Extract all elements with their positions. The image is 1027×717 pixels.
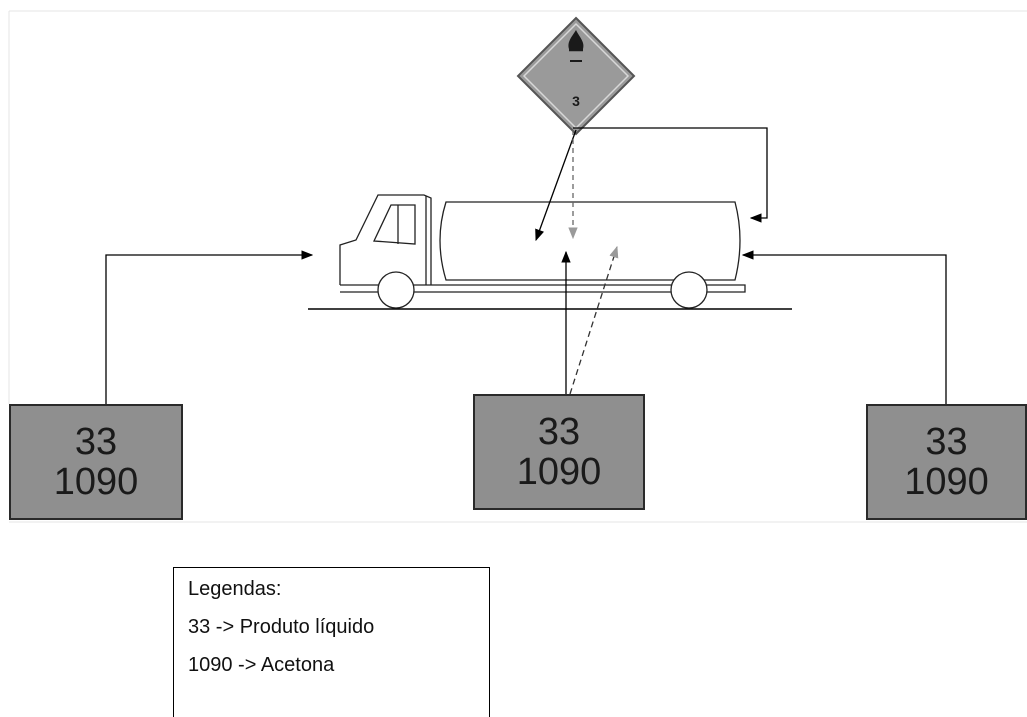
un-number: 1090 bbox=[517, 452, 602, 492]
hazard-class-number: 3 bbox=[572, 93, 580, 109]
hazard-number: 33 bbox=[75, 422, 117, 462]
hazard-diamond-label: 3 bbox=[518, 18, 634, 134]
arrow-center-plate-dashed bbox=[570, 247, 617, 394]
un-number: 1090 bbox=[904, 462, 989, 502]
tank-truck bbox=[340, 195, 745, 308]
truck-cab bbox=[340, 195, 431, 285]
truck-rear-wheel bbox=[671, 272, 707, 308]
truck-front-wheel bbox=[378, 272, 414, 308]
legend-box: Legendas: 33 -> Produto líquido 1090 -> … bbox=[173, 567, 490, 717]
legend-item: 33 -> Produto líquido bbox=[188, 614, 489, 652]
orange-panel-right: 33 1090 bbox=[866, 404, 1027, 520]
legend-item: 1090 -> Acetona bbox=[188, 652, 489, 690]
un-number: 1090 bbox=[54, 462, 139, 502]
orange-panel-left: 33 1090 bbox=[9, 404, 183, 520]
legend-title: Legendas: bbox=[188, 576, 489, 614]
hazard-number: 33 bbox=[538, 412, 580, 452]
truck-window bbox=[374, 205, 415, 244]
arrow-label-to-tank-left bbox=[536, 130, 576, 240]
truck-tank bbox=[440, 202, 740, 280]
arrow-left-plate-to-truck bbox=[106, 255, 312, 404]
arrow-label-to-tank-rear bbox=[573, 128, 767, 218]
arrow-right-plate-to-truck bbox=[743, 255, 946, 404]
orange-panel-center: 33 1090 bbox=[473, 394, 645, 510]
hazard-number: 33 bbox=[925, 422, 967, 462]
